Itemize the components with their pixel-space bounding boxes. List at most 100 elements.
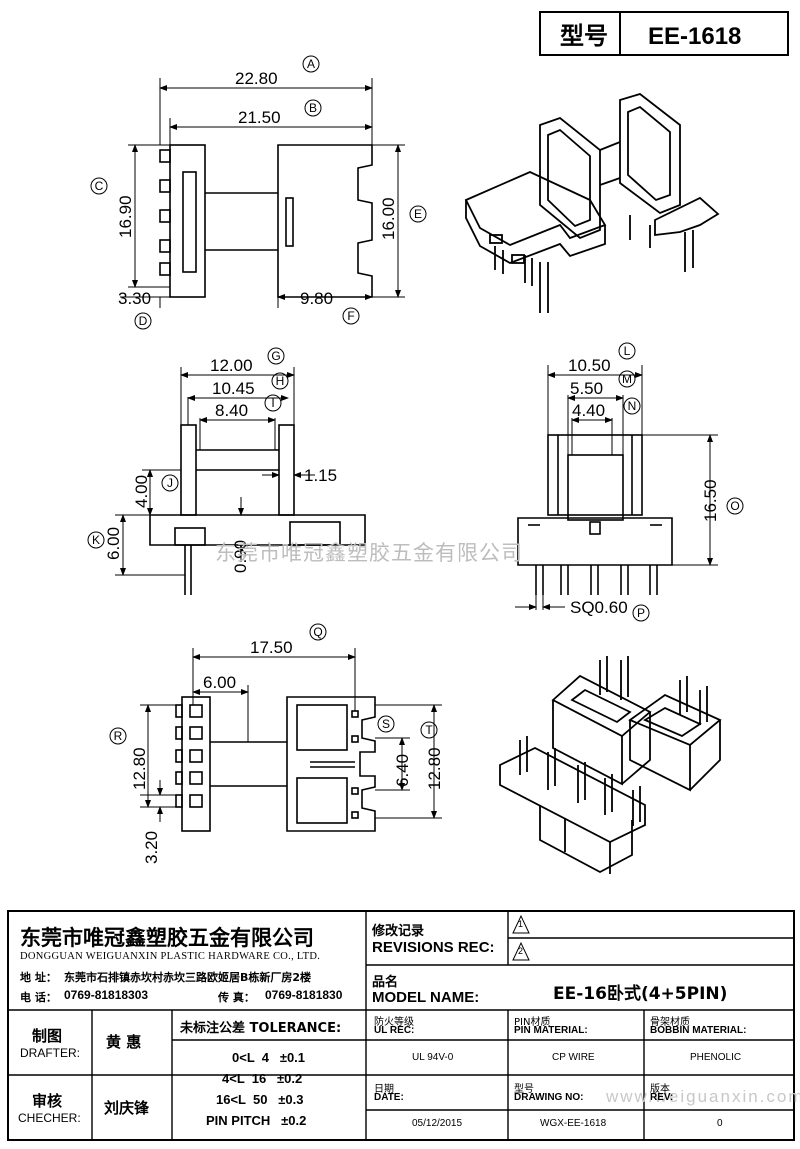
isometric-view-2	[499, 656, 722, 874]
dim-t: 12.80	[425, 747, 444, 790]
bubble-n: N	[623, 397, 641, 415]
svg-text:B: B	[309, 101, 317, 115]
bobbin-material-en: BOBBIN MATERIAL:	[650, 1025, 747, 1036]
company-name-cn: 东莞市唯冠鑫塑胶五金有限公司	[20, 926, 314, 950]
address: 东莞市石排镇赤坎村赤坎三路欧姬居B栋新厂房2楼	[64, 971, 312, 984]
checker-name: 刘庆锋	[104, 1099, 150, 1117]
rev-value: 0	[717, 1118, 723, 1129]
isometric-view-1	[464, 93, 720, 313]
svg-text:M: M	[622, 372, 632, 386]
dim-l: 10.50	[568, 356, 611, 375]
bubble-d: D	[134, 312, 152, 330]
bubble-c: C	[90, 177, 108, 195]
bubble-r: R	[109, 727, 127, 745]
bubble-q: Q	[309, 623, 327, 641]
svg-text:D: D	[139, 314, 148, 328]
company-watermark: 东莞市唯冠鑫塑胶五金有限公司	[215, 541, 523, 565]
svg-text:T: T	[425, 723, 433, 737]
svg-text:L: L	[624, 344, 631, 358]
svg-text:R: R	[114, 729, 123, 743]
svg-text:G: G	[271, 349, 280, 363]
drawing-no-en: DRAWING NO:	[514, 1092, 584, 1103]
dim-i: 8.40	[215, 401, 248, 420]
tolerance-4: PIN PITCH ±0.2	[206, 1113, 307, 1128]
model-value: EE-16卧式(4+5PIN)	[553, 984, 728, 1004]
svg-text:F: F	[347, 309, 354, 323]
part-number: EE-1618	[648, 23, 741, 50]
revisions-cn: 修改记录	[372, 924, 425, 939]
dim-r: 12.80	[130, 747, 149, 790]
tolerance-label: 未标注公差 TOLERANCE:	[180, 1021, 342, 1036]
dim-p: SQ0.60	[570, 598, 628, 617]
dim-r2: 3.20	[142, 831, 161, 864]
dim-a: 22.80	[235, 69, 278, 88]
dim-q2: 6.00	[203, 673, 236, 692]
tolerance-2: 4<L 16 ±0.2	[222, 1071, 303, 1086]
dim-n: 4.40	[572, 401, 605, 420]
dim-h: 10.45	[212, 379, 255, 398]
bubble-t: T	[420, 721, 438, 739]
side-view	[115, 367, 366, 595]
top-view	[120, 78, 405, 308]
fax: 0769-8181830	[265, 988, 343, 1002]
address-label: 地 址：	[20, 971, 57, 984]
type-label: 型号	[560, 23, 608, 50]
bubble-b: B	[304, 99, 322, 117]
phone-label: 电 话：	[20, 991, 57, 1004]
dim-g: 12.00	[210, 356, 253, 375]
title-block-grid	[7, 910, 795, 1141]
checker-en: CHECHER:	[18, 1111, 81, 1125]
dimension-labels: 22.80 21.50 16.90 3.30 16.00 9.80 12.00 …	[104, 69, 720, 864]
bubble-p: P	[632, 604, 650, 622]
dim-d: 3.30	[118, 289, 151, 308]
svg-text:S: S	[382, 717, 390, 731]
bubble-f: F	[342, 307, 360, 325]
svg-text:O: O	[730, 499, 739, 513]
dim-gap: 1.15	[304, 466, 337, 485]
svg-text:Q: Q	[313, 625, 322, 639]
dim-b: 21.50	[238, 108, 281, 127]
dim-s: 6.40	[393, 754, 412, 787]
bubble-s: S	[377, 715, 395, 733]
dim-m: 5.50	[570, 379, 603, 398]
tolerance-3: 16<L 50 ±0.3	[216, 1092, 304, 1107]
dim-f: 9.80	[300, 289, 333, 308]
svg-text:C: C	[95, 179, 104, 193]
bubble-j: J	[161, 474, 179, 492]
phone: 0769-81818303	[64, 988, 149, 1002]
model-en: MODEL NAME:	[372, 989, 480, 1006]
drafter-name: 黄 惠	[106, 1033, 142, 1051]
bubble-a: A	[302, 55, 320, 73]
drafter-cn: 制图	[32, 1027, 63, 1045]
svg-text:J: J	[167, 476, 173, 490]
model-cn: 品名	[372, 975, 399, 990]
bubble-m: M	[618, 370, 636, 388]
revision-1: 1	[518, 919, 524, 929]
dim-e: 16.00	[379, 197, 398, 240]
dim-q: 17.50	[250, 638, 293, 657]
front-view	[515, 365, 718, 610]
checker-cn: 审核	[32, 1092, 63, 1110]
pin-material-cn: PIN材质	[514, 1017, 551, 1028]
svg-text:P: P	[637, 606, 645, 620]
bubble-o: O	[726, 497, 744, 515]
bubble-l: L	[618, 342, 636, 360]
bubble-e: E	[409, 205, 427, 223]
date-value: 05/12/2015	[412, 1118, 463, 1129]
dim-o: 16.50	[701, 479, 720, 522]
drafter-en: DRAFTER:	[20, 1046, 80, 1060]
tolerance-1: 0<L 4 ±0.1	[232, 1050, 306, 1065]
bobbin-material-value: PHENOLIC	[690, 1052, 742, 1063]
svg-text:A: A	[307, 57, 315, 71]
date-en: DATE:	[374, 1092, 404, 1103]
svg-text:K: K	[92, 533, 100, 547]
dim-base: 0.90	[231, 540, 250, 573]
fax-label: 传 真：	[218, 991, 255, 1004]
dim-k: 6.00	[104, 527, 123, 560]
svg-text:H: H	[276, 374, 285, 388]
bubble-k: K	[87, 531, 105, 549]
company-name-en: DONGGUAN WEIGUANXIN PLASTIC HARDWARE CO.…	[20, 951, 321, 962]
bottom-view	[140, 648, 442, 832]
ul-en: UL REC:	[374, 1025, 415, 1036]
